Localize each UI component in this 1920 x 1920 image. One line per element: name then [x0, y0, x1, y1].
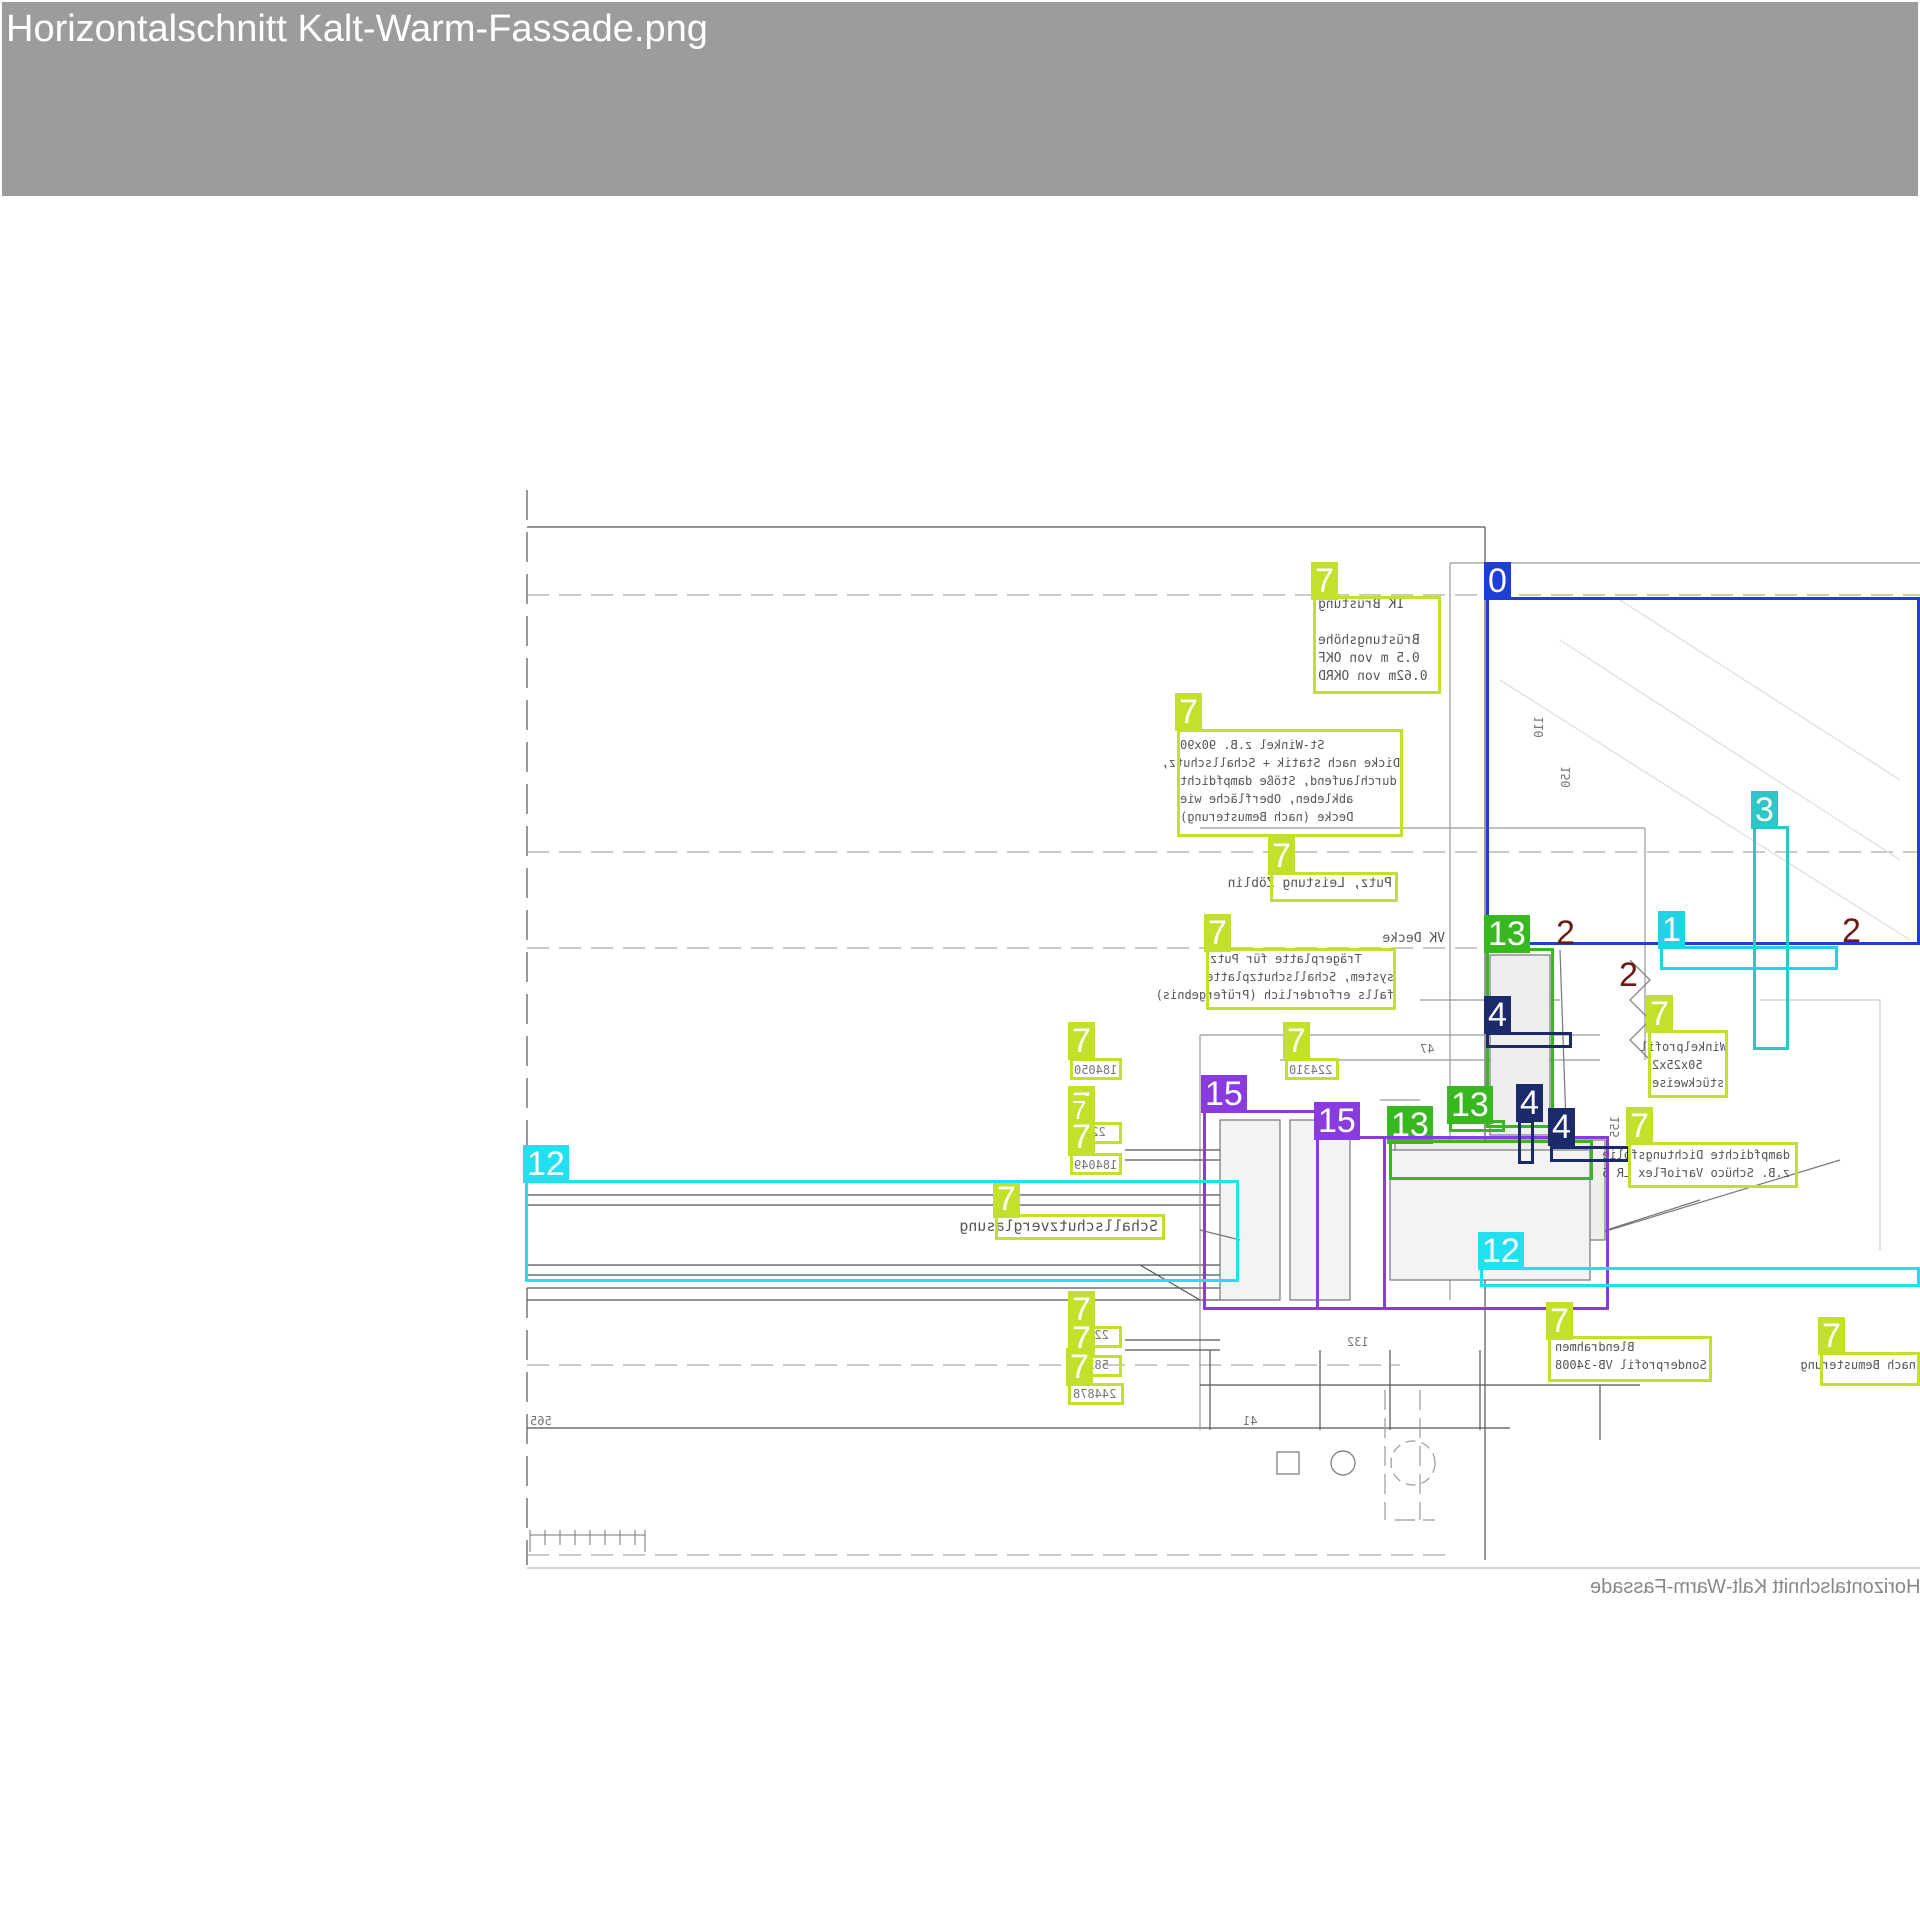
annotation-box-0 [1486, 597, 1920, 945]
dim-label: 41 [1243, 1414, 1258, 1428]
annotation-box-bemusterung [1820, 1352, 1920, 1386]
annotation-box-15b [1316, 1136, 1386, 1310]
dim-label: 155 [1607, 1116, 1622, 1138]
annotation-tag-15b: 15 [1314, 1102, 1360, 1140]
annotation-tag-2c: 2 [1619, 956, 1638, 994]
annotation-box-184050 [1070, 1058, 1122, 1080]
annotation-tag-184049: 7 [1068, 1118, 1095, 1156]
annotation-box-dampf [1628, 1142, 1798, 1188]
drawing-caption: Horizontalschnitt Kalt-Warm-Fassade [1590, 1576, 1920, 1598]
window-title: Horizontalschnitt Kalt-Warm-Fassade.png [6, 8, 708, 50]
annotation-box-12b [1480, 1267, 1920, 1287]
annotation-box-winkelprofil [1648, 1030, 1728, 1098]
annotation-tag-15a: 15 [1201, 1075, 1247, 1113]
annotation-box-traeger [1206, 948, 1396, 1010]
annotation-tag-4c: 4 [1548, 1108, 1575, 1146]
annotation-box-4b [1518, 1120, 1534, 1164]
annotation-tag-winkelprofil: 7 [1646, 995, 1673, 1033]
annotation-box-244878 [1068, 1383, 1124, 1405]
annotation-tag-extra7: 7 [1068, 1096, 1091, 1124]
annotation-box-15c [1383, 1136, 1609, 1310]
annotation-tag-13c: 13 [1447, 1086, 1493, 1124]
annotation-box-putz [1270, 872, 1398, 902]
annotation-tag-blendrahmen: 7 [1546, 1302, 1573, 1340]
dim-label: 47 [1420, 1042, 1435, 1056]
annotation-tag-2a: 2 [1556, 914, 1575, 952]
annotation-box-1 [1660, 946, 1838, 970]
annotation-tag-244878: 7 [1066, 1348, 1093, 1386]
dim-label: 132 [1347, 1335, 1369, 1349]
dim-label: 565 [530, 1414, 552, 1428]
annotation-tag-dampf: 7 [1626, 1107, 1653, 1145]
annotation-tag-224310: 7 [1283, 1022, 1310, 1060]
annotation-box-3 [1753, 826, 1789, 1050]
annotation-tag-brustung: 7 [1311, 562, 1338, 600]
annotation-box-184049 [1070, 1153, 1122, 1175]
annotation-tag-2b: 2 [1842, 912, 1861, 950]
annotation-tag-putz: 7 [1268, 837, 1295, 875]
annotation-tag-traeger: 7 [1204, 914, 1231, 952]
annotation-box-4a [1486, 1032, 1572, 1048]
annotation-tag-0: 0 [1484, 562, 1511, 600]
annotation-tag-12a: 12 [523, 1145, 569, 1183]
annotation-box-schall [995, 1214, 1165, 1240]
annotation-tag-4a: 4 [1484, 996, 1511, 1034]
annotation-box-brustung [1313, 596, 1441, 694]
annotation-box-224310 [1285, 1058, 1339, 1080]
annotation-tag-schall: 7 [993, 1180, 1020, 1218]
title-bar: Horizontalschnitt Kalt-Warm-Fassade.png [2, 2, 1918, 196]
annotation-tag-12b: 12 [1478, 1232, 1524, 1270]
annotation-tag-3: 3 [1751, 791, 1778, 829]
annotation-tag-1: 1 [1658, 911, 1685, 949]
annotation-tag-13a: 13 [1484, 915, 1530, 953]
annotation-tag-184050: 7 [1068, 1022, 1095, 1060]
annotation-box-winkel [1177, 729, 1403, 837]
annotation-tag-bemusterung: 7 [1818, 1317, 1845, 1355]
annotation-tag-4b: 4 [1516, 1084, 1543, 1122]
annotation-box-blendrahmen [1548, 1336, 1712, 1382]
note-vk-decke: VK Decke [1382, 931, 1445, 946]
annotation-box-4c [1550, 1146, 1630, 1162]
annotation-box-12a [525, 1180, 1239, 1282]
annotation-tag-winkel: 7 [1175, 693, 1202, 731]
